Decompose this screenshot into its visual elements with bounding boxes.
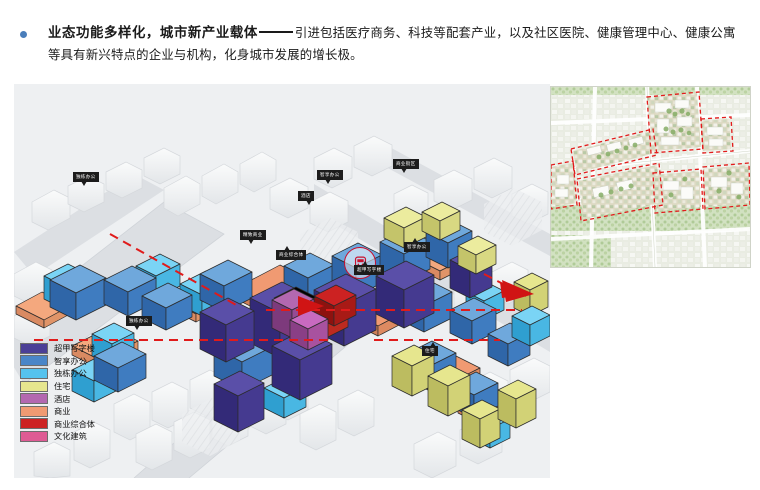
legend-item: 商业综合体 xyxy=(20,418,95,431)
callout-chao-jia-xie-zi-lou[interactable]: 超甲写字楼 xyxy=(354,261,385,275)
legend-swatch xyxy=(20,393,48,405)
header-title: 业态功能多样化，城市新产业载体 xyxy=(48,25,258,40)
callout-label: 精致商业 xyxy=(243,232,263,238)
callout-label: 智享办公 xyxy=(320,172,340,178)
legend-label: 独栋办公 xyxy=(54,368,87,379)
legend-item: 住宅 xyxy=(20,380,95,393)
legend-item: 商业 xyxy=(20,405,95,418)
legend-swatch xyxy=(20,405,48,417)
legend-label: 文化建筑 xyxy=(54,431,87,442)
callout-zhu-zhai[interactable]: 住宅 xyxy=(422,342,438,356)
legend-label: 商业 xyxy=(54,406,71,417)
legend-label: 智享办公 xyxy=(54,355,87,366)
legend-swatch xyxy=(20,418,48,430)
callout-label: 商业街区 xyxy=(396,161,416,167)
legend-label: 商业综合体 xyxy=(54,418,95,429)
callout-du-dong-ban-gong-2[interactable]: 独栋办公 xyxy=(126,316,152,330)
header-body: 引进包括医疗商务、科技等配套产业，以及社区医院、健康管理中心、健康公寓等具有新兴… xyxy=(48,26,736,62)
callout-label: 住宅 xyxy=(425,348,435,354)
callout-shang-ye-jie-qu[interactable]: 商业街区 xyxy=(393,159,419,173)
callout-label: 智享办公 xyxy=(407,244,427,250)
bullet-icon xyxy=(20,31,27,38)
legend-swatch xyxy=(20,367,48,379)
map-legend: 超甲写字楼 智享办公 独栋办公 住宅 酒店 商业 商业综合体 文化建筑 xyxy=(14,336,103,449)
legend-item: 独栋办公 xyxy=(20,367,95,380)
isometric-city-map[interactable]: 独栋办公 精致商业 智享办公 酒店 商业街区 商业综合体 超甲写字楼 智享办公 … xyxy=(14,84,550,478)
callout-label: 酒店 xyxy=(301,193,311,199)
callout-label: 超甲写字楼 xyxy=(357,267,382,273)
aerial-plan-vector xyxy=(551,87,750,267)
callout-jiu-dian[interactable]: 酒店 xyxy=(298,191,314,205)
callout-shang-ye-zong-he-ti[interactable]: 商业综合体 xyxy=(276,246,307,260)
callout-label: 独栋办公 xyxy=(76,174,96,180)
legend-swatch xyxy=(20,355,48,367)
legend-swatch xyxy=(20,380,48,392)
header-block: 业态功能多样化，城市新产业载体引进包括医疗商务、科技等配套产业，以及社区医院、健… xyxy=(0,0,760,82)
legend-item: 超甲写字楼 xyxy=(20,342,95,355)
legend-label: 住宅 xyxy=(54,381,71,392)
legend-item: 酒店 xyxy=(20,392,95,405)
callout-du-dong-ban-gong-1[interactable]: 独栋办公 xyxy=(73,172,99,186)
em-dash-rule xyxy=(258,31,293,33)
legend-label: 酒店 xyxy=(54,393,71,404)
legend-item: 文化建筑 xyxy=(20,430,95,443)
axis-line xyxy=(34,233,534,341)
callout-zhi-xiang-ban-gong-1[interactable]: 智享办公 xyxy=(317,170,343,184)
legend-label: 超甲写字楼 xyxy=(54,343,95,354)
callout-label: 商业综合体 xyxy=(279,252,304,258)
boundary-outline xyxy=(551,91,750,222)
legend-swatch xyxy=(20,430,48,442)
callout-label: 独栋办公 xyxy=(129,318,149,324)
legend-swatch xyxy=(20,342,48,354)
header-paragraph: 业态功能多样化，城市新产业载体引进包括医疗商务、科技等配套产业，以及社区医院、健… xyxy=(48,22,746,66)
aerial-masterplan-inset[interactable] xyxy=(550,86,751,268)
callout-jing-zhi-shang-ye[interactable]: 精致商业 xyxy=(240,230,266,244)
legend-item: 智享办公 xyxy=(20,355,95,368)
callout-zhi-xiang-ban-gong-2[interactable]: 智享办公 xyxy=(404,238,430,252)
